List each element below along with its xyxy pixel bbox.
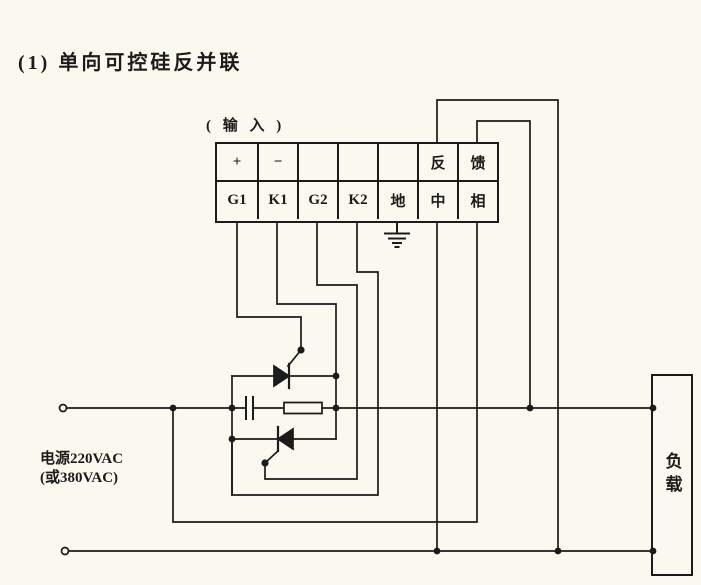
snubber-capacitor: [246, 397, 253, 419]
terminal-block: + − 反 馈 G1 K1 G2 K2 地 中 相: [215, 142, 499, 223]
terminal-cell-k2: K2: [337, 182, 377, 219]
terminal-cell-g2: G2: [297, 182, 337, 219]
g2-wire: [265, 222, 357, 479]
terminal-cell-plus: +: [217, 144, 257, 182]
snubber-resistor: [284, 403, 322, 414]
terminal-cell-ground: 地: [377, 182, 417, 219]
terminal-cell-feedback-2: 馈: [457, 144, 497, 182]
k2-wire: [232, 222, 378, 495]
terminal-cell-blank-2: [337, 144, 377, 182]
input-header-label: ( 输 入 ): [206, 118, 286, 134]
terminal-cell-blank-3: [377, 144, 417, 182]
power-source-line1: 电源220VAC: [40, 451, 124, 467]
load-box: 负载: [651, 374, 693, 576]
load-label: 负载: [662, 452, 682, 498]
terminal-cell-phase: 相: [457, 182, 497, 219]
thyristor-lower: [232, 427, 336, 451]
terminal-cell-neutral: 中: [417, 182, 457, 219]
terminal-cell-g1: G1: [227, 192, 247, 208]
phase-wire: [173, 222, 477, 522]
diagram-title: (1) 单向可控硅反并联: [18, 52, 243, 74]
earth-ground-icon: [385, 222, 409, 247]
terminal-cell-k1: K1: [257, 182, 297, 219]
power-source-line2: (或380VAC): [40, 470, 119, 486]
thyristor-upper: [232, 364, 336, 388]
power-source-label: 电源220VAC (或380VAC): [40, 450, 123, 488]
junction-dots: [169, 346, 657, 555]
power-terminal-bottom: [62, 548, 69, 555]
k1-wire: [277, 222, 336, 376]
power-terminal-top: [60, 405, 67, 412]
terminal-cell-minus: −: [257, 144, 297, 182]
terminal-cell-blank-1: [297, 144, 337, 182]
g1-wire: [237, 222, 301, 366]
terminal-cell-feedback-1: 反: [417, 144, 457, 182]
